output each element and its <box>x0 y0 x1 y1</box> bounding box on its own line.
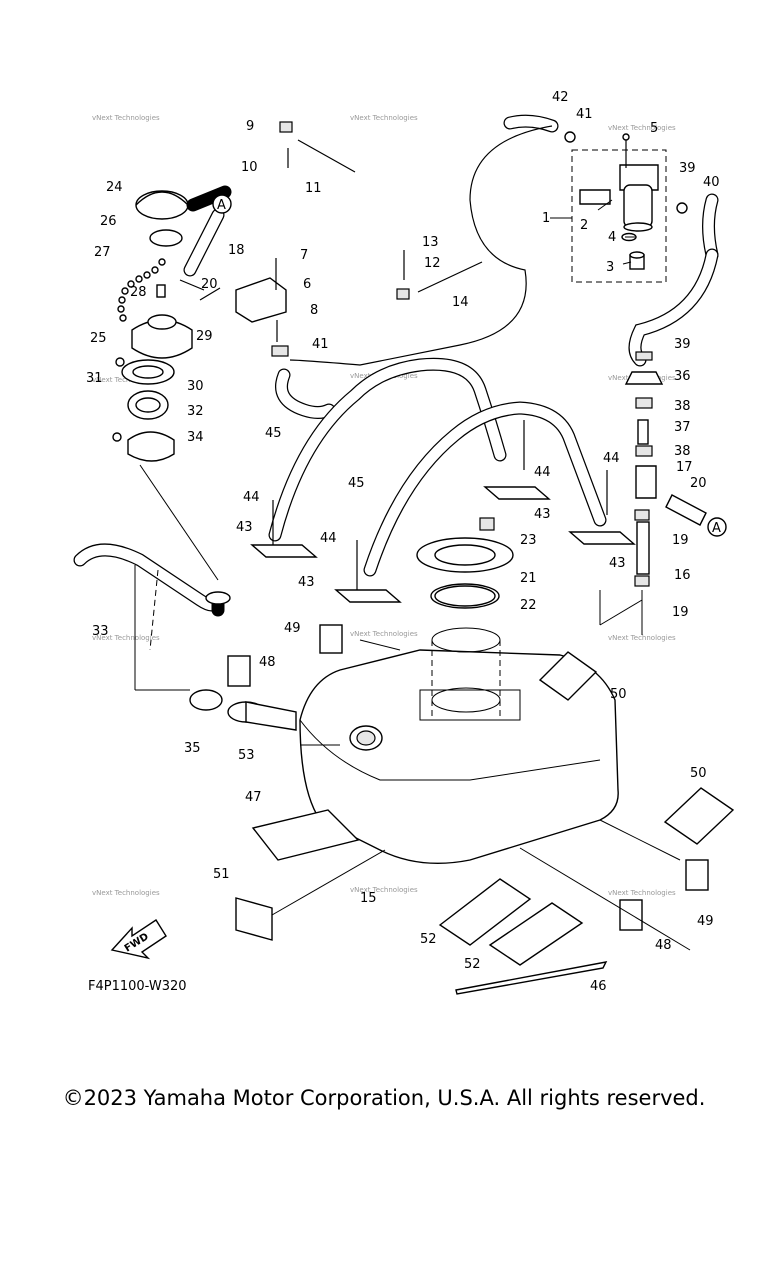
watermark: vNext Technologies <box>350 114 418 122</box>
part-label: 21 <box>520 571 537 586</box>
leader-lines <box>134 464 691 951</box>
part-label: 27 <box>94 245 111 260</box>
part-label: 13 <box>422 235 439 250</box>
part-label: 32 <box>187 404 204 419</box>
part-label: 36 <box>674 369 691 384</box>
fuel-filter-assembly <box>550 131 688 283</box>
filler-hose <box>73 543 297 731</box>
center-top-parts <box>235 121 483 419</box>
part-label: 48 <box>259 655 276 670</box>
part-label: 39 <box>674 337 691 352</box>
part-label: 38 <box>674 444 691 459</box>
ref-markers: A A <box>212 194 727 537</box>
watermark: vNext Technologies <box>608 634 676 642</box>
part-label: 19 <box>672 605 689 620</box>
part-label: 19 <box>672 533 689 548</box>
part-label: 51 <box>213 867 230 882</box>
part-label: 24 <box>106 180 123 195</box>
part-label: 52 <box>420 932 437 947</box>
part-label: 53 <box>238 748 255 763</box>
part-label: 44 <box>603 451 620 466</box>
part-label: 20 <box>201 277 218 292</box>
part-label: 49 <box>697 914 714 929</box>
part-label: 38 <box>674 399 691 414</box>
part-label: 43 <box>609 556 626 571</box>
part-label: 30 <box>187 379 204 394</box>
part-label: 50 <box>690 766 707 781</box>
part-labels: 1 2 3 4 5 6 7 8 9 10 11 12 13 14 15 16 1… <box>86 90 720 994</box>
part-label: 48 <box>655 938 672 953</box>
part-label: 50 <box>610 687 627 702</box>
part-label: 31 <box>86 371 103 386</box>
watermark: vNext Technologies <box>350 630 418 638</box>
part-label: 9 <box>246 119 254 134</box>
part-label: 29 <box>196 329 213 344</box>
part-label: 39 <box>679 161 696 176</box>
part-label: 5 <box>650 121 658 136</box>
watermark: vNext Technologies <box>92 634 160 642</box>
part-label: 45 <box>348 476 365 491</box>
part-label: 33 <box>92 624 109 639</box>
watermark: vNext Technologies <box>350 886 418 894</box>
part-label: 37 <box>674 420 691 435</box>
tank-straps <box>268 357 607 577</box>
part-label: 28 <box>130 285 147 300</box>
right-fittings <box>624 351 707 635</box>
part-label: 12 <box>424 256 441 271</box>
part-label: 6 <box>303 277 311 292</box>
watermark: vNext Technologies <box>608 889 676 897</box>
part-label: 44 <box>320 531 337 546</box>
part-label: 34 <box>187 430 204 445</box>
part-label: 43 <box>534 507 551 522</box>
ref-marker-a: A <box>217 198 226 213</box>
part-label: 26 <box>100 214 117 229</box>
part-label: 40 <box>703 175 720 190</box>
part-label: 47 <box>245 790 262 805</box>
watermark: vNext Technologies <box>92 114 160 122</box>
watermark: vNext Technologies <box>92 889 160 897</box>
part-label: 35 <box>184 741 201 756</box>
part-label: 7 <box>300 248 308 263</box>
part-label: 3 <box>606 260 614 275</box>
part-label: 20 <box>690 476 707 491</box>
part-label: 42 <box>552 90 569 105</box>
pump-flange <box>416 517 514 609</box>
part-label: 4 <box>608 230 616 245</box>
ref-marker-a: A <box>712 521 721 536</box>
part-label: 8 <box>310 303 318 318</box>
part-label: 45 <box>265 426 282 441</box>
filler-cap-assembly <box>112 185 232 462</box>
part-label: 25 <box>90 331 107 346</box>
mounts <box>250 420 636 603</box>
part-label: 44 <box>534 465 551 480</box>
watermark: vNext Technologies <box>92 376 160 384</box>
hose-42 <box>289 114 559 366</box>
watermark: vNext Technologies <box>608 124 676 132</box>
fuel-tank <box>299 627 619 864</box>
part-label: 17 <box>676 460 693 475</box>
part-label: 15 <box>360 891 377 906</box>
part-label: 22 <box>520 598 537 613</box>
diagram-code: F4P1100-W320 <box>88 979 187 994</box>
part-label: 2 <box>580 218 588 233</box>
part-label: 49 <box>284 621 301 636</box>
part-label: 11 <box>305 181 322 196</box>
part-label: 46 <box>590 979 607 994</box>
part-label: 41 <box>312 337 329 352</box>
part-label: 43 <box>236 520 253 535</box>
part-label: 16 <box>674 568 691 583</box>
part-label: 44 <box>243 490 260 505</box>
part-label: 14 <box>452 295 469 310</box>
fwd-arrow: FWD <box>110 919 167 960</box>
part-label: 10 <box>241 160 258 175</box>
part-label: 41 <box>576 107 593 122</box>
part-label: 18 <box>228 243 245 258</box>
part-label: 52 <box>464 957 481 972</box>
copyright-notice: ©2023 Yamaha Motor Corporation, U.S.A. A… <box>62 1086 706 1110</box>
part-label: 1 <box>542 211 550 226</box>
pads <box>227 624 735 995</box>
part-label: 23 <box>520 533 537 548</box>
part-label: 43 <box>298 575 315 590</box>
